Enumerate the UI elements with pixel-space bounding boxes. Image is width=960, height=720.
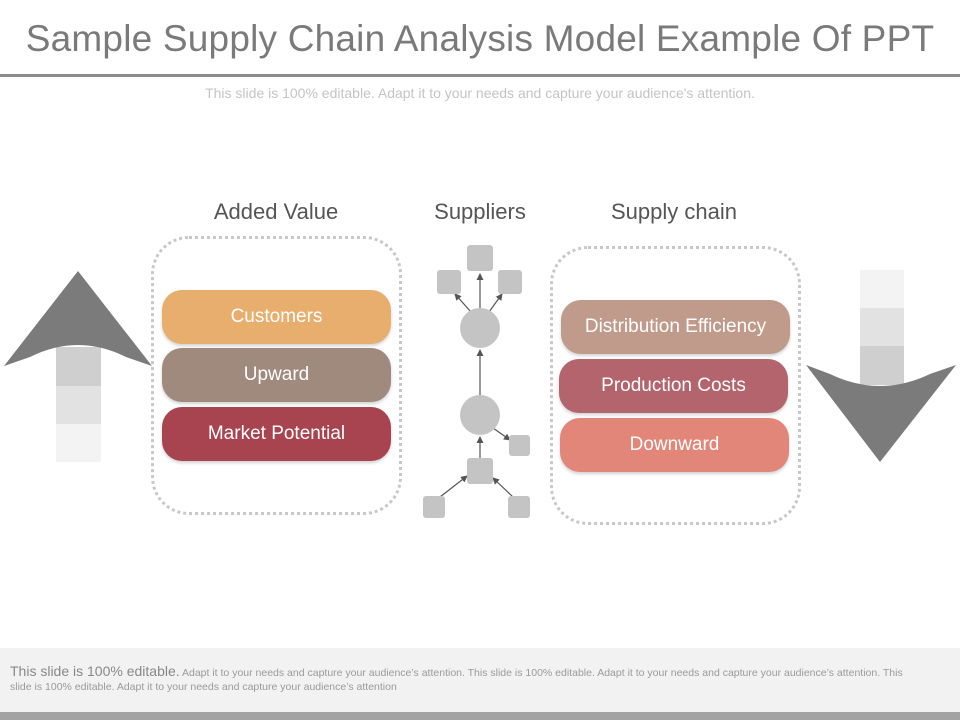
- production-costs-label: Production Costs: [601, 375, 746, 396]
- suppliers-network: [439, 273, 514, 498]
- upward-label: Upward: [243, 364, 310, 385]
- supplier-node-top: [467, 245, 493, 271]
- supplier-node-side: [509, 435, 530, 456]
- bottom-band: [0, 712, 960, 720]
- market-potential-pill[interactable]: Market Potential: [162, 407, 391, 461]
- slide-title: Sample Supply Chain Analysis Model Examp…: [25, 18, 935, 59]
- title-divider: [0, 74, 960, 77]
- downward-pill[interactable]: Downward: [560, 418, 789, 472]
- footer-panel: This slide is 100% editable. Adapt it to…: [0, 648, 960, 712]
- supply-chain-group: [550, 246, 801, 525]
- slide-subtitle: This slide is 100% editable. Adapt it to…: [205, 85, 755, 101]
- distribution-efficiency-label: Distribution Efficiency: [584, 316, 767, 337]
- supplier-node-center: [467, 458, 493, 484]
- upward-pill[interactable]: Upward: [162, 348, 391, 402]
- footer-text: This slide is 100% editable. Adapt it to…: [10, 664, 910, 694]
- down-arrow-head: [806, 365, 956, 462]
- customers-label: Customers: [230, 306, 323, 327]
- supplier-node-top-left: [437, 270, 461, 294]
- downward-label: Downward: [629, 434, 720, 455]
- supplier-node-bottom-left: [423, 496, 445, 518]
- supplier-hub-upper: [460, 308, 500, 348]
- down-arrow-icon: [806, 270, 956, 462]
- heading-suppliers: Suppliers: [434, 199, 526, 224]
- footer-body: Adapt it to your needs and capture your …: [10, 667, 903, 693]
- supplier-node-bottom-right: [508, 496, 530, 518]
- up-arrow-head: [4, 271, 152, 366]
- supplier-hub-lower: [460, 395, 500, 435]
- added-value-group: [151, 236, 402, 515]
- heading-supply-chain: Supply chain: [611, 199, 737, 224]
- supplier-nodes: [423, 245, 530, 518]
- footer-lead: This slide is 100% editable.: [10, 663, 180, 679]
- market-potential-label: Market Potential: [207, 423, 346, 444]
- supplier-node-top-right: [498, 270, 522, 294]
- production-costs-pill[interactable]: Production Costs: [559, 359, 788, 413]
- up-arrow-icon: [4, 271, 152, 462]
- distribution-efficiency-pill[interactable]: Distribution Efficiency: [561, 300, 790, 354]
- customers-pill[interactable]: Customers: [162, 290, 391, 344]
- heading-added-value: Added Value: [213, 199, 339, 224]
